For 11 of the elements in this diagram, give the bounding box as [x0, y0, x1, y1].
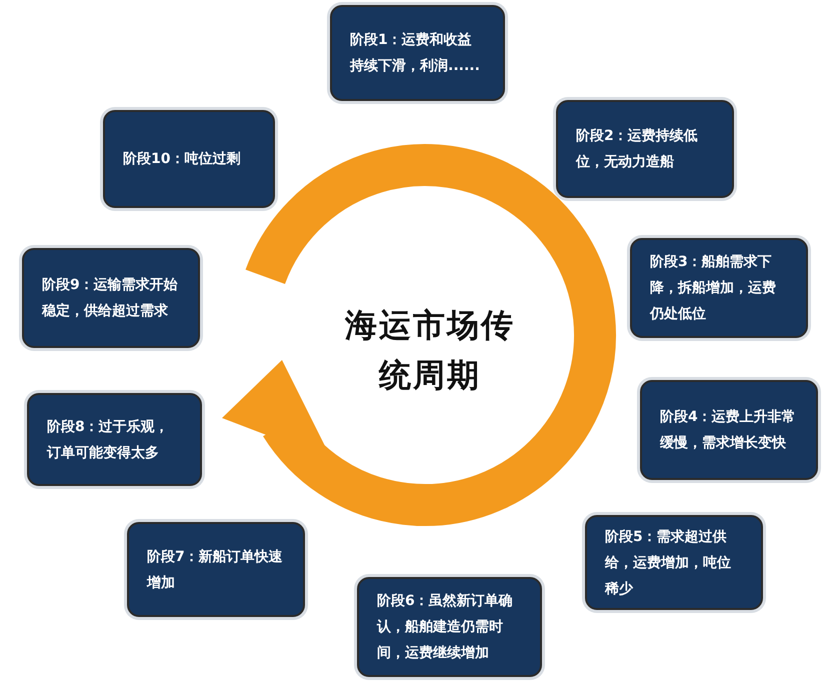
stage-box: 阶段10：吨位过剩 — [103, 110, 275, 208]
stage-box: 阶段4：运费上升非常缓慢，需求增长变快 — [640, 380, 818, 480]
stage-box: 阶段5：需求超过供给，运费增加，吨位稀少 — [585, 515, 763, 610]
center-title: 海运市场传统周期 — [344, 305, 516, 396]
stage-box: 阶段8：过于乐观，订单可能变得太多 — [27, 393, 202, 486]
stage-box: 阶段3：船舶需求下降，拆船增加，运费仍处低位 — [630, 238, 808, 338]
stage-box: 阶段6：虽然新订单确认，船舶建造仍需时间，运费继续增加 — [357, 577, 542, 677]
stage-box: 阶段7：新船订单快速增加 — [127, 522, 305, 617]
stage-box: 阶段2：运费持续低位，无动力造船 — [556, 100, 734, 198]
stage-box: 阶段1：运费和收益持续下滑，利润...... — [330, 5, 505, 101]
stage-box: 阶段9：运输需求开始稳定，供给超过需求 — [22, 248, 200, 348]
